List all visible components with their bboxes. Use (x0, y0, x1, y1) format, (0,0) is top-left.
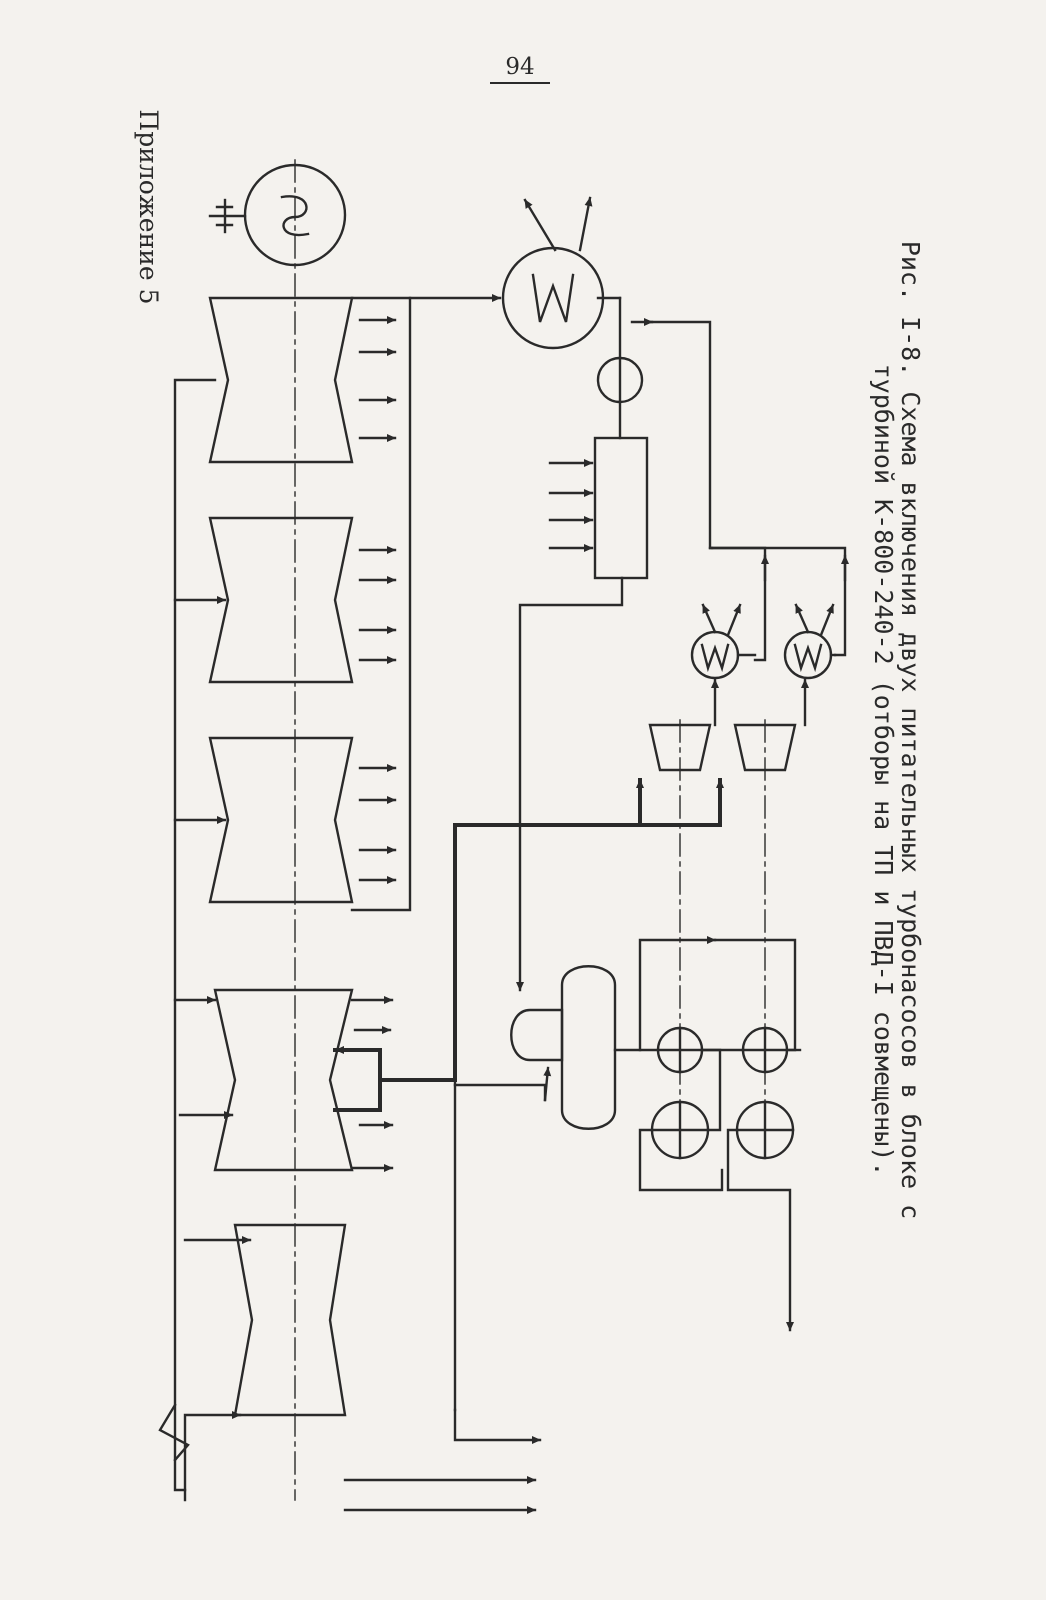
drive-turbine-2-icon (733, 678, 809, 772)
feed-pump-1-icon (650, 1100, 710, 1160)
feed-pump-2-icon (735, 1100, 795, 1160)
condenser-icon (501, 196, 605, 350)
generator-icon (208, 163, 347, 267)
page-number: 94 (490, 52, 550, 84)
lp-turbine-2-icon (208, 516, 354, 684)
steam-break-icon (158, 1403, 190, 1462)
ip-turbine-icon (213, 988, 354, 1172)
lp-turbine-3-icon (208, 736, 354, 904)
booster-pump-2-icon (741, 1026, 789, 1074)
condensate-pump-icon (596, 356, 644, 404)
lp-heater-icon (548, 436, 649, 580)
lp-extraction-arrows (358, 316, 397, 884)
deaerator-icon (510, 965, 617, 1130)
lp-turbine-1-icon (208, 296, 354, 464)
drive-turbine-1-icon (648, 678, 719, 772)
hp-turbine-icon (233, 1223, 347, 1417)
drive-condenser-2-icon (783, 603, 835, 680)
booster-pump-1-icon (656, 1026, 704, 1074)
drive-condenser-1-icon (690, 603, 742, 680)
steam-header-line (173, 378, 217, 1492)
